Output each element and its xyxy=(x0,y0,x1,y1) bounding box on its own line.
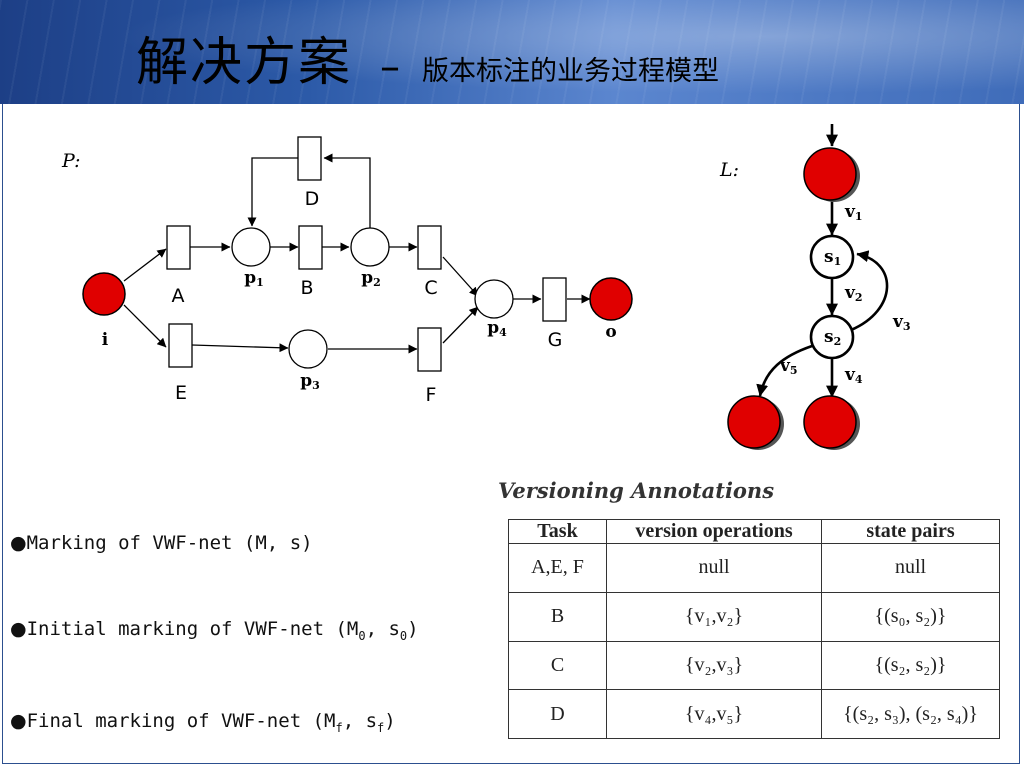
header-task: Task xyxy=(508,519,607,544)
label-E: E xyxy=(175,382,187,404)
content-frame xyxy=(2,104,1020,764)
net-label: P: xyxy=(61,150,81,172)
state-s1 xyxy=(809,234,855,280)
transition-F xyxy=(417,327,442,372)
bullet-dot: ● xyxy=(10,618,27,640)
arc-E-p3 xyxy=(191,343,289,353)
state-final-right xyxy=(803,395,857,449)
table-row: C {v₂,v₃} {(s₂, s₂)} xyxy=(508,640,1000,691)
annotations-table: Task version operations state pairs A,E,… xyxy=(508,519,1000,739)
automaton-label: L: xyxy=(719,159,739,181)
cell-ops: null xyxy=(606,543,822,593)
net-labels: A B C D E F G xyxy=(172,188,563,406)
label-B: B xyxy=(300,277,313,299)
state-initial xyxy=(803,147,857,201)
header-version-operations: version operations xyxy=(606,519,822,544)
table-row: B {v₁,v₂} {(s₀, s₂)} xyxy=(508,591,1000,642)
table-row: D {v₄,v₅} {(s₂, s₃), (s₂, s₄)} xyxy=(508,689,1000,739)
label-C: C xyxy=(424,277,437,299)
place-i xyxy=(82,272,126,316)
label-p3: p3 xyxy=(300,371,320,392)
net-places xyxy=(82,227,633,369)
label-v2: v2 xyxy=(844,283,863,304)
state-s2 xyxy=(809,314,855,360)
net-arcs xyxy=(123,153,591,354)
state-final-left xyxy=(727,395,781,449)
table-row: A,E, F null null xyxy=(508,543,1000,593)
title-subtitle: 版本标注的业务过程模型 xyxy=(422,56,720,87)
cell-ops: {v₄,v₅} xyxy=(606,689,822,739)
transition-E xyxy=(168,323,193,368)
label-s2: s2 xyxy=(824,327,841,348)
label-p2: p2 xyxy=(361,268,381,289)
cell-ops: {v₁,v₂} xyxy=(606,591,822,642)
arc-i-E xyxy=(123,304,167,348)
transition-A xyxy=(166,225,191,270)
arc-F-p4 xyxy=(442,306,479,344)
arc-i-A xyxy=(123,248,167,282)
transition-G xyxy=(542,277,567,322)
header-banner: 解决方案 – 版本标注的业务过程模型 xyxy=(0,0,1024,104)
label-s1: s1 xyxy=(824,247,841,268)
net-transitions xyxy=(166,136,567,372)
label-i: i xyxy=(102,330,109,350)
banner-texture xyxy=(0,0,1024,104)
place-o xyxy=(589,277,633,321)
label-v5: v5 xyxy=(779,356,798,377)
place-labels: i o p1 p2 p3 p4 xyxy=(102,268,617,392)
arc-v3 xyxy=(850,250,889,332)
automaton-labels: s1 s2 v1 v2 v3 v4 v5 xyxy=(779,202,911,386)
banner-glow xyxy=(0,0,1024,104)
bullet-dot: ● xyxy=(10,710,27,732)
arc-C-p4 xyxy=(442,256,479,297)
arc-v5 xyxy=(756,344,813,397)
bullet-text: Marking of VWF-net (M, s) xyxy=(26,532,313,554)
bullet-final-marking: ●Final marking of VWF-net (Mf, sf) xyxy=(10,710,396,735)
arc-D-p1 xyxy=(247,157,298,227)
bullet-initial-marking: ●Initial marking of VWF-net (M0, s0) xyxy=(10,618,419,643)
label-p1: p1 xyxy=(244,268,264,289)
label-p4: p4 xyxy=(487,318,507,339)
bullet-dot: ● xyxy=(10,532,27,554)
place-p3 xyxy=(288,329,328,369)
place-p4 xyxy=(474,279,514,319)
cell-pairs: null xyxy=(821,543,1000,593)
label-v4: v4 xyxy=(844,365,863,386)
label-o: o xyxy=(605,322,616,342)
title-dash: – xyxy=(380,44,401,90)
arc-p2-D xyxy=(323,153,371,228)
cell-ops: {v₂,v₃} xyxy=(606,640,822,691)
automaton-arcs xyxy=(756,124,889,398)
transition-D xyxy=(297,136,322,181)
slide-title: 解决方案 – 版本标注的业务过程模型 xyxy=(136,20,720,93)
cell-pairs: {(s₂, s₂)} xyxy=(821,640,1000,691)
cell-task: A,E, F xyxy=(508,543,607,593)
label-D: D xyxy=(305,188,320,210)
title-main: 解决方案 xyxy=(136,33,353,93)
label-G: G xyxy=(548,329,563,351)
cell-pairs: {(s₂, s₃), (s₂, s₄)} xyxy=(821,689,1000,739)
header-state-pairs: state pairs xyxy=(821,519,1000,544)
bullet-marking: ●Marking of VWF-net (M, s) xyxy=(10,532,313,554)
cell-task: D xyxy=(508,689,607,739)
place-p2 xyxy=(350,227,390,267)
cell-pairs: {(s₀, s₂)} xyxy=(821,591,1000,642)
table-header-row: Task version operations state pairs xyxy=(508,519,1000,544)
transition-B xyxy=(298,225,323,270)
annotations-title: Versioning Annotations xyxy=(498,478,775,503)
label-v1: v1 xyxy=(844,202,863,223)
cell-task: C xyxy=(508,640,607,691)
automaton-states xyxy=(727,147,860,450)
transition-C xyxy=(417,225,442,270)
label-F: F xyxy=(426,384,437,406)
label-A: A xyxy=(172,285,185,307)
cell-task: B xyxy=(508,591,607,642)
place-p1 xyxy=(231,227,271,267)
label-v3: v3 xyxy=(892,312,911,333)
